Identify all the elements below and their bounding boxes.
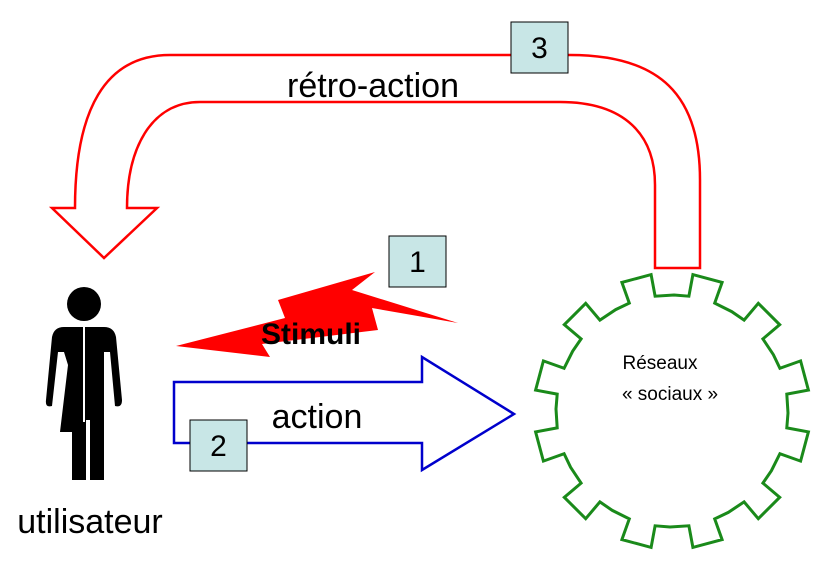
- feedback-arrow: [48, 53, 702, 270]
- gear-icon: [533, 272, 811, 550]
- stimuli-label: Stimuli: [261, 318, 361, 351]
- step-box-3: 3: [510, 21, 569, 74]
- step-number-2: 2: [210, 430, 227, 463]
- stimuli-bolt: [176, 272, 458, 357]
- user-label: utilisateur: [17, 503, 163, 541]
- step-number-1: 1: [409, 246, 426, 279]
- step-number-3: 3: [531, 32, 548, 65]
- person-icon: [45, 287, 122, 480]
- network-label-line1: Réseaux: [623, 353, 698, 374]
- feedback-label: rétro-action: [287, 67, 459, 105]
- action-label: action: [272, 398, 363, 436]
- step-box-2: 2: [189, 419, 248, 472]
- network-label-line2: « sociaux »: [622, 384, 718, 405]
- step-box-1: 1: [388, 235, 447, 288]
